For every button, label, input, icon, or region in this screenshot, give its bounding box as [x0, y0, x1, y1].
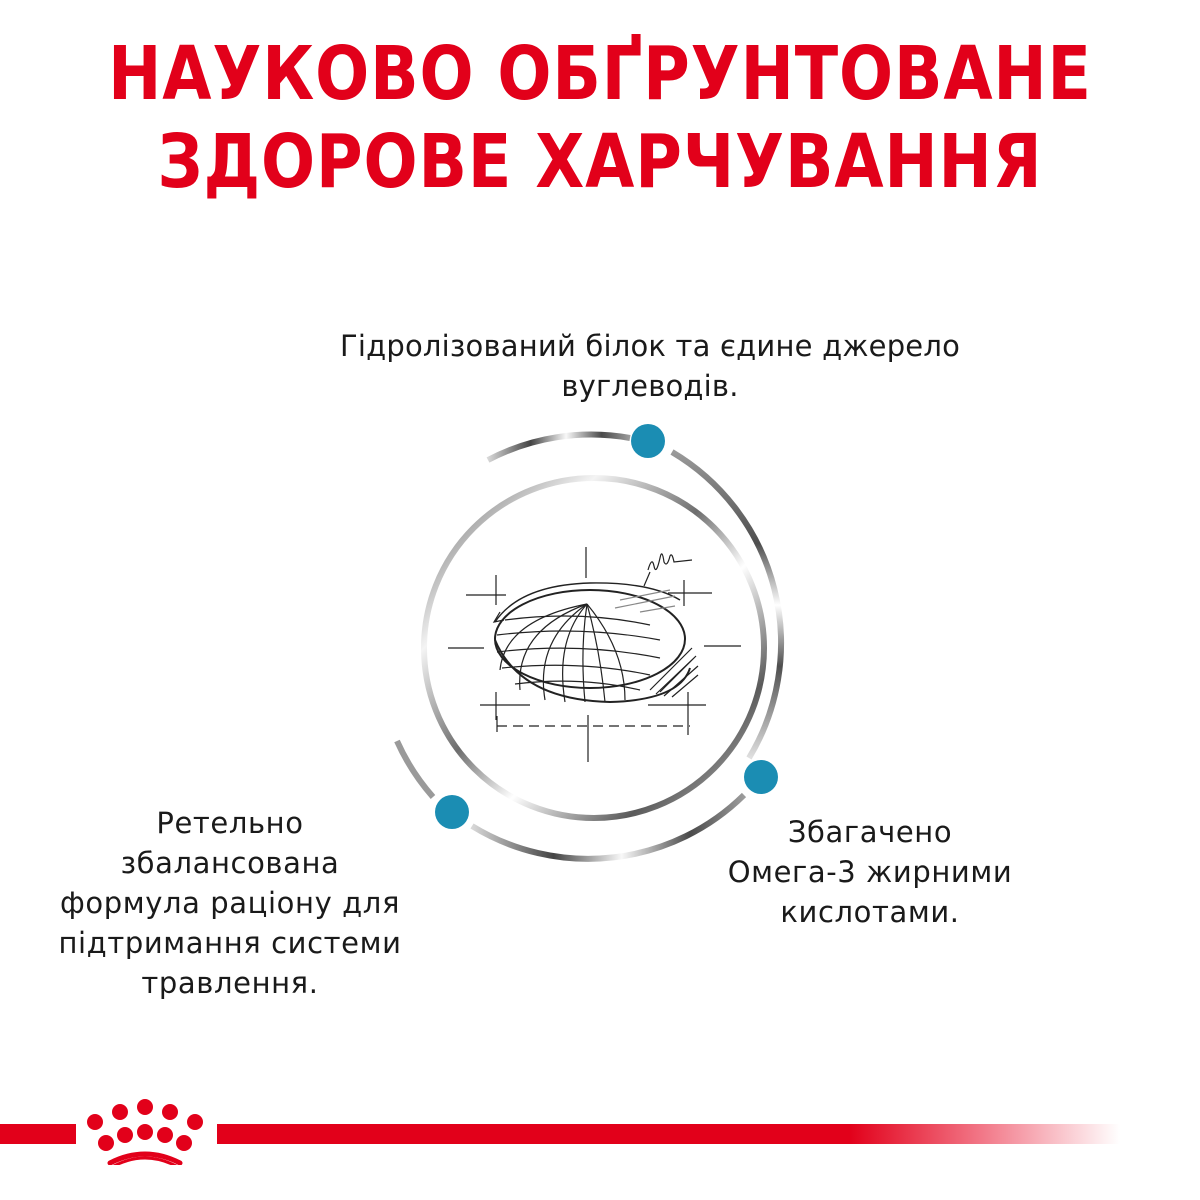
benefit-omega-3: Збагачено Омега-3 жирними кислотами.: [690, 812, 1050, 932]
headline-line-2: ЗДОРОВЕ ХАРЧУВАННЯ: [157, 119, 1043, 205]
outer-ring-arc-bottom: [470, 792, 747, 862]
bullet-dot-right: [744, 760, 778, 794]
outer-ring-arc-right: [670, 449, 785, 760]
footer-bar-left: [0, 1124, 76, 1144]
benefit-text-line: Гідролізований білок та єдине джерело: [339, 329, 961, 363]
benefit-text-line: формула раціону для: [59, 886, 400, 920]
footer-bar-right: [217, 1124, 1120, 1144]
benefit-text-line: Ретельно: [156, 806, 304, 840]
headline: НАУКОВО ОБҐРУНТОВАНЕ ЗДОРОВЕ ХАРЧУВАННЯ: [84, 30, 1116, 206]
benefit-text-line: травлення.: [141, 966, 319, 1000]
benefit-text-line: вуглеводів.: [561, 369, 739, 403]
kibble-sketch-icon: [448, 547, 741, 762]
outer-ring-arc-left: [394, 739, 436, 799]
bullet-dot-top: [631, 424, 665, 458]
bullet-dot-left: [435, 795, 469, 829]
benefit-hydrolysed-protein: Гідролізований білок та єдине джерело ву…: [250, 326, 1050, 406]
benefit-text-line: Омега-3 жирними: [727, 855, 1013, 889]
royal-canin-crown-icon: [87, 1099, 203, 1165]
benefit-text-line: кислотами.: [780, 895, 960, 929]
benefit-text-line: збалансована: [120, 846, 340, 880]
outer-ring-arc-top: [486, 431, 631, 463]
headline-line-1: НАУКОВО ОБҐРУНТОВАНЕ: [108, 31, 1092, 117]
benefit-text-line: Збагачено: [787, 815, 953, 849]
inner-ring: [421, 475, 767, 821]
benefit-balanced-formula: Ретельно збалансована формула раціону дл…: [40, 803, 420, 1003]
benefit-text-line: підтримання системи: [58, 926, 402, 960]
